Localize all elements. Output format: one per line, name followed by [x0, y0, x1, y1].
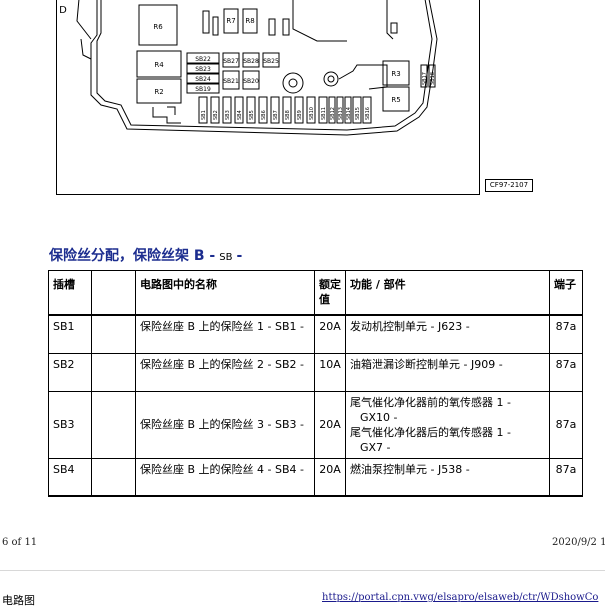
fuse-label-sb8: SB8 — [285, 110, 291, 120]
function-line: 发动机控制单元 - J623 - — [350, 320, 470, 333]
fuse-label-sb1: SB1 — [201, 110, 207, 120]
cell-name: 保险丝座 B 上的保险丝 3 - SB3 - — [135, 391, 315, 459]
cell-terminal: 87a — [549, 458, 583, 497]
fuse-label-sb12: SB12 — [330, 107, 336, 120]
table-row: SB1 保险丝座 B 上的保险丝 1 - SB1 - 20A 发动机控制单元 -… — [48, 315, 583, 354]
cell-terminal: 87a — [549, 353, 583, 392]
cell-rating: 20A — [314, 315, 346, 354]
relay-r2: R2 — [154, 88, 163, 96]
diagram-code: CF97-2107 — [485, 179, 533, 192]
footer-divider — [0, 570, 605, 571]
fuse-label-sb10: SB10 — [309, 107, 315, 120]
cell-slot: SB1 — [48, 315, 92, 354]
fuse-label-sb9: SB9 — [297, 110, 303, 120]
page-count: 6 of 11 — [2, 537, 38, 548]
cell-blank — [91, 458, 136, 497]
fuse-box-drawing: D R6 R7 R8 R4 R2 R3 R5 SB22 SB23 SB24 SB… — [59, 0, 438, 136]
fuse-label-sb21: SB21 — [223, 78, 239, 85]
cell-terminal: 87a — [549, 391, 583, 459]
fuse-label-sb13: SB13 — [338, 107, 344, 120]
cell-slot: SB4 — [48, 458, 92, 497]
diagram-letter-d: D — [59, 5, 67, 16]
fuse-label-sb24: SB24 — [195, 76, 211, 83]
footer-url-link[interactable]: https://portal.cpn.vwg/elsapro/elsaweb/c… — [322, 592, 599, 603]
table-row: SB2 保险丝座 B 上的保险丝 2 - SB2 - 10A 油箱泄漏诊断控制单… — [48, 353, 583, 392]
fuse-label-sb28: SB28 — [243, 58, 259, 65]
cell-function: 发动机控制单元 - J623 - — [345, 315, 550, 354]
cell-rating: 10A — [314, 353, 346, 392]
header-name: 电路图中的名称 — [135, 270, 315, 316]
fuse-box-diagram: D R6 R7 R8 R4 R2 R3 R5 SB22 SB23 SB24 SB… — [56, 0, 533, 195]
relay-r7: R7 — [226, 17, 235, 25]
relay-r6: R6 — [153, 23, 163, 31]
fuse-label-sb27: SB27 — [223, 58, 239, 65]
cell-slot: SB2 — [48, 353, 92, 392]
cell-function: 燃油泵控制单元 - J538 - — [345, 458, 550, 497]
function-line: GX7 - — [360, 440, 391, 454]
cell-blank — [91, 353, 136, 392]
relay-r5: R5 — [391, 96, 400, 104]
section-title-text: 保险丝分配，保险丝架 B - — [49, 248, 216, 264]
fuse-label-sb11: SB11 — [321, 107, 327, 120]
cell-blank — [91, 391, 136, 459]
cell-rating: 20A — [314, 458, 346, 497]
fuse-label-sb20: SB20 — [243, 78, 259, 85]
fuse-label-sb5: SB5 — [249, 110, 255, 120]
function-line: 尾气催化净化器前的氧传感器 1 - — [350, 395, 511, 409]
section-dash: - — [236, 248, 243, 264]
cell-terminal: 87a — [549, 315, 583, 354]
fuse-label-sb19: SB19 — [195, 86, 211, 93]
fuse-label-sb23: SB23 — [195, 66, 211, 73]
section-title: 保险丝分配，保险丝架 B -SB- — [49, 245, 242, 265]
table-header-row: 插槽 电路图中的名称 额定值 功能 / 部件 端子 — [48, 270, 583, 316]
function-line: 燃油泵控制单元 - J538 - — [350, 462, 470, 476]
fuse-label-sb14: SB14 — [346, 107, 352, 120]
fuse-label-sb4: SB4 — [237, 110, 243, 120]
cell-rating: 20A — [314, 391, 346, 459]
cell-function: 尾气催化净化器前的氧传感器 1 - GX10 - 尾气催化净化器后的氧传感器 1… — [345, 391, 550, 459]
fuse-label-sb16: SB16 — [365, 107, 371, 120]
section-code: SB — [219, 252, 233, 263]
table-row: SB3 保险丝座 B 上的保险丝 3 - SB3 - 20A 尾气催化净化器前的… — [48, 391, 583, 459]
function-line: 尾气催化净化器后的氧传感器 1 - — [350, 425, 511, 439]
relay-r8: R8 — [245, 17, 254, 25]
header-terminal: 端子 — [549, 270, 583, 316]
header-rating: 额定值 — [314, 270, 346, 316]
fuse-label-sb18: SB18 — [430, 72, 436, 85]
fuse-label-sb7: SB7 — [273, 110, 279, 120]
cell-function: 油箱泄漏诊断控制单元 - J909 - — [345, 353, 550, 392]
relay-r4: R4 — [154, 61, 164, 69]
cell-name: 保险丝座 B 上的保险丝 4 - SB4 - — [135, 458, 315, 497]
fuse-label-sb3: SB3 — [225, 110, 231, 120]
print-date: 2020/9/2 1 — [552, 537, 605, 548]
cell-slot: SB3 — [48, 391, 92, 459]
fuse-label-sb15: SB15 — [355, 107, 361, 120]
cell-name: 保险丝座 B 上的保险丝 2 - SB2 - — [135, 353, 315, 392]
fuse-label-sb22: SB22 — [195, 56, 211, 63]
relay-r3: R3 — [391, 70, 400, 78]
fuse-assignment-table: 插槽 电路图中的名称 额定值 功能 / 部件 端子 SB1 保险丝座 B 上的保… — [48, 270, 583, 497]
fuse-label-sb6: SB6 — [261, 110, 267, 120]
function-line: GX10 - — [360, 410, 398, 424]
footer-doc-label: 电路图 — [2, 594, 35, 607]
header-function: 功能 / 部件 — [345, 270, 550, 316]
header-blank — [91, 270, 136, 316]
table-row: SB4 保险丝座 B 上的保险丝 4 - SB4 - 20A 燃油泵控制单元 -… — [48, 458, 583, 497]
cell-blank — [91, 315, 136, 354]
fuse-label-sb17: SB17 — [422, 72, 428, 85]
cell-name: 保险丝座 B 上的保险丝 1 - SB1 - — [135, 315, 315, 354]
fuse-label-sb2: SB2 — [213, 110, 219, 120]
header-slot: 插槽 — [48, 270, 92, 316]
fuse-label-sb25: SB25 — [263, 58, 279, 65]
function-line: 油箱泄漏诊断控制单元 - J909 - — [350, 357, 503, 371]
